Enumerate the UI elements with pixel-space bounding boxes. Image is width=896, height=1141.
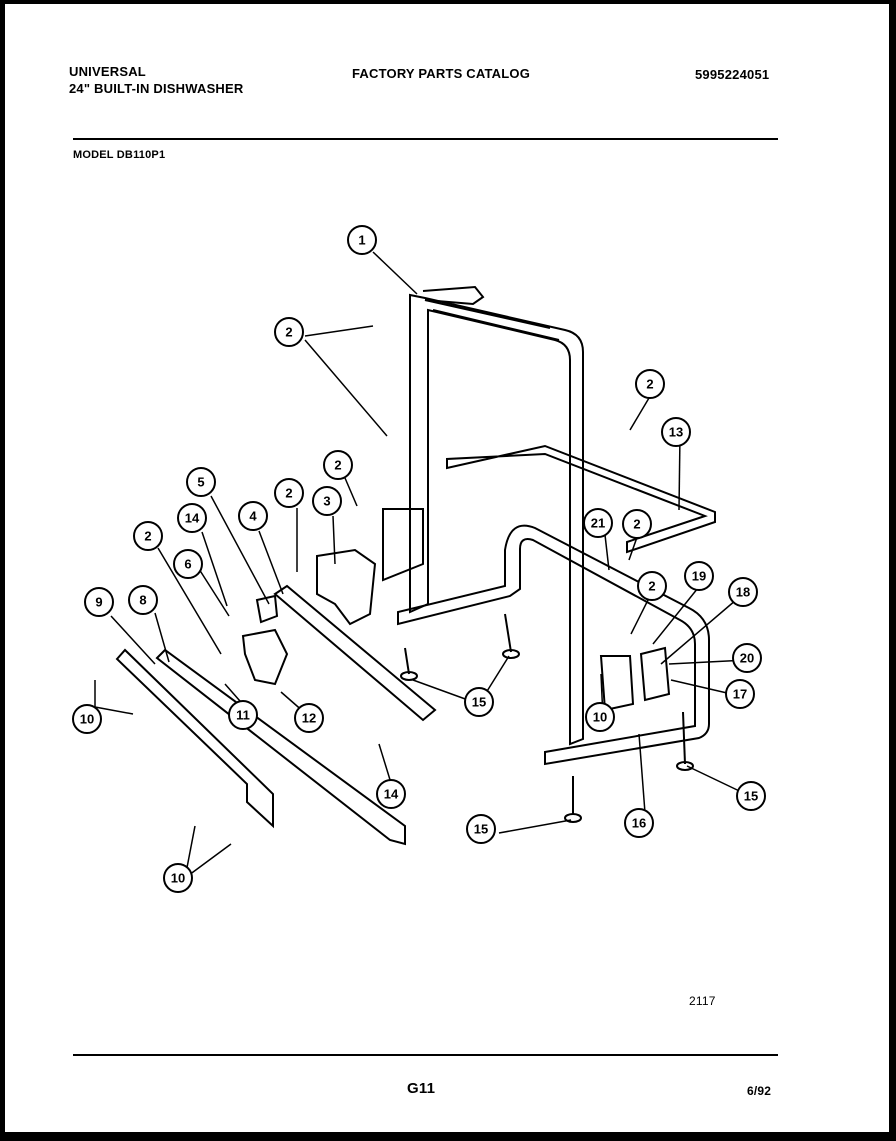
svg-text:17: 17 xyxy=(733,687,747,702)
svg-text:16: 16 xyxy=(632,816,646,831)
callout-15c: 15 xyxy=(736,781,766,811)
footer-rule xyxy=(73,1054,778,1056)
svg-text:10: 10 xyxy=(593,710,607,725)
revision-date: 6/92 xyxy=(747,1084,772,1098)
callout-10c: 10 xyxy=(585,702,615,732)
callout-11: 11 xyxy=(228,700,258,730)
callout-15b: 15 xyxy=(466,814,496,844)
svg-text:14: 14 xyxy=(185,511,200,526)
product-name: 24" BUILT-IN DISHWASHER xyxy=(69,81,244,96)
model-number: MODEL DB110P1 xyxy=(73,149,166,161)
callout-14b: 14 xyxy=(376,779,406,809)
callout-12: 12 xyxy=(294,703,324,733)
exploded-parts-diagram: 1 2 2 2 2 2 2 2 2 3 4 5 14 6 9 8 10 11 1… xyxy=(72,225,766,893)
svg-text:21: 21 xyxy=(591,516,605,531)
rail-part-4 xyxy=(273,584,437,722)
svg-text:1: 1 xyxy=(358,233,365,248)
valve-part-3 xyxy=(316,508,424,626)
callout-3: 3 xyxy=(312,486,342,516)
leveling-legs-part-15 xyxy=(400,613,694,823)
svg-text:14: 14 xyxy=(384,787,399,802)
callout-2f: 2 xyxy=(622,509,652,539)
catalog-number: 5995224051 xyxy=(695,67,770,82)
svg-text:15: 15 xyxy=(744,789,758,804)
svg-text:6: 6 xyxy=(184,557,191,572)
callout-2g: 2 xyxy=(637,571,667,601)
svg-text:2: 2 xyxy=(646,377,653,392)
svg-text:15: 15 xyxy=(474,822,488,837)
svg-text:9: 9 xyxy=(95,595,102,610)
svg-text:8: 8 xyxy=(139,593,146,608)
svg-text:11: 11 xyxy=(236,708,250,723)
callout-10b: 10 xyxy=(163,863,193,893)
switch-part-5 xyxy=(255,594,279,624)
valve-part-12 xyxy=(241,628,289,686)
callout-9: 9 xyxy=(84,587,114,617)
svg-text:10: 10 xyxy=(80,712,94,727)
callout-17: 17 xyxy=(725,679,755,709)
callout-14a: 14 xyxy=(177,503,207,533)
callout-2b: 2 xyxy=(635,369,665,399)
svg-text:3: 3 xyxy=(323,494,330,509)
svg-text:2: 2 xyxy=(648,579,655,594)
leader-lines xyxy=(94,251,755,879)
catalog-title: FACTORY PARTS CATALOG xyxy=(352,66,531,81)
callout-4: 4 xyxy=(238,501,268,531)
brand-name: UNIVERSAL xyxy=(69,64,146,79)
callout-5: 5 xyxy=(186,467,216,497)
callout-1: 1 xyxy=(347,225,377,255)
front-panel-part-9 xyxy=(115,648,406,846)
svg-text:18: 18 xyxy=(736,585,750,600)
svg-text:19: 19 xyxy=(692,569,706,584)
svg-text:4: 4 xyxy=(249,509,257,524)
svg-text:13: 13 xyxy=(669,425,683,440)
callout-10a: 10 xyxy=(72,704,102,734)
svg-text:2: 2 xyxy=(633,517,640,532)
svg-text:12: 12 xyxy=(302,711,316,726)
parts-catalog-page: UNIVERSAL 24" BUILT-IN DISHWASHER FACTOR… xyxy=(5,4,889,1132)
callout-18: 18 xyxy=(728,577,758,607)
svg-text:2: 2 xyxy=(285,325,292,340)
svg-text:10: 10 xyxy=(171,871,185,886)
header-rule xyxy=(73,138,778,140)
svg-text:15: 15 xyxy=(472,695,486,710)
callout-2d: 2 xyxy=(274,478,304,508)
callout-13: 13 xyxy=(661,417,691,447)
svg-text:2: 2 xyxy=(334,458,341,473)
callout-19: 19 xyxy=(684,561,714,591)
callout-8: 8 xyxy=(128,585,158,615)
tube-part-16 xyxy=(397,524,710,766)
callout-20: 20 xyxy=(732,643,762,673)
callout-16: 16 xyxy=(624,808,654,838)
svg-text:20: 20 xyxy=(740,651,754,666)
page-id: G11 xyxy=(407,1080,436,1097)
svg-text:5: 5 xyxy=(197,475,204,490)
callout-15a: 15 xyxy=(464,687,494,717)
drawing-number: 2117 xyxy=(689,994,716,1008)
bracket-part-13 xyxy=(446,444,716,554)
callout-21: 21 xyxy=(583,508,613,538)
callout-2a: 2 xyxy=(274,317,304,347)
door-frame-part xyxy=(409,285,584,746)
callout-2e: 2 xyxy=(133,521,163,551)
callout-2c: 2 xyxy=(323,450,353,480)
svg-text:2: 2 xyxy=(285,486,292,501)
callout-6: 6 xyxy=(173,549,203,579)
svg-text:2: 2 xyxy=(144,529,151,544)
hinge-part-17 xyxy=(599,646,671,712)
